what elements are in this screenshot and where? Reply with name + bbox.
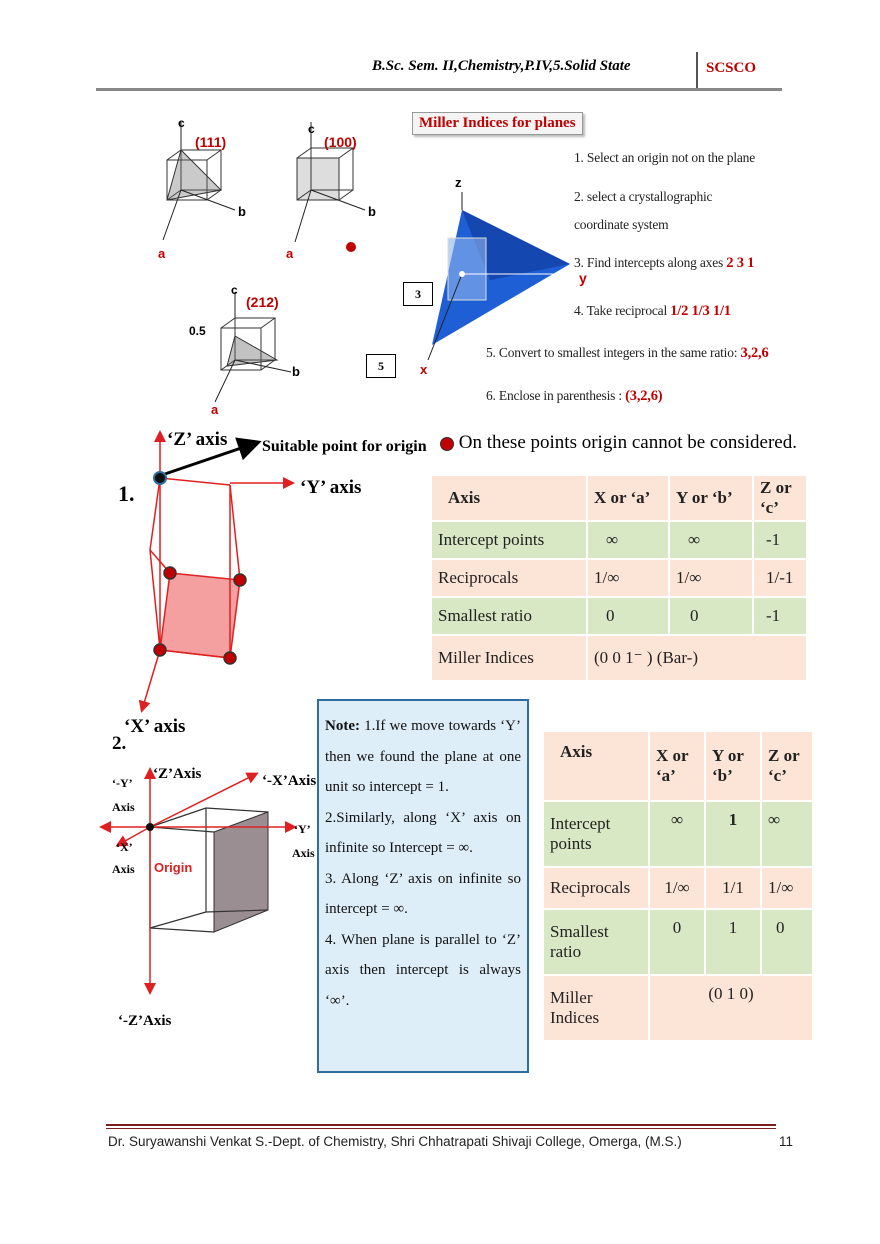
figure1-cube — [138, 430, 295, 713]
axis-a-label: a — [158, 246, 166, 261]
figure1-x-axis: ‘X’ axis — [124, 716, 186, 737]
cube-212 — [214, 292, 292, 403]
footer-rule — [106, 1124, 776, 1126]
table-row: Reciprocals 1/∞ 1/1 1/∞ — [544, 868, 812, 908]
table-row: Smallest ratio 0 0 -1 — [432, 598, 806, 634]
miller-panel-title: Miller Indices for planes — [412, 112, 583, 135]
table-row: Miller Indices (0 1 0) — [544, 976, 812, 1040]
footer-text: Dr. Suryawanshi Venkat S.-Dept. of Chemi… — [108, 1134, 682, 1149]
figure1-legend: On these points origin cannot be conside… — [440, 432, 797, 454]
axis-b-label: b — [368, 204, 376, 219]
step-2: 2. select a crystallographic — [574, 189, 713, 204]
note-box: Note: 1.If we move towards ‘Y’ then we f… — [317, 699, 529, 1073]
step-3: 3. Find intercepts along axes 2 3 1 — [574, 255, 755, 271]
axis-c-label: c — [231, 283, 238, 297]
step-6: 6. Enclose in parenthesis : (3,2,6) — [486, 388, 663, 404]
footer-rule-thin — [106, 1128, 776, 1129]
red-point-icon — [153, 643, 167, 657]
red-point-icon — [233, 573, 247, 587]
figure2-z-axis: ‘Z’Axis — [153, 766, 202, 782]
figure2-neg-y-axis: Axis — [112, 800, 135, 814]
red-point-icon — [223, 651, 237, 665]
table-row: Smallest ratio 0 1 0 — [544, 910, 812, 974]
figure1-z-axis: ‘Z’ axis — [167, 429, 228, 450]
figure2-neg-y: ‘-Y’ — [112, 776, 133, 790]
table-row: Intercept points ∞ ∞ -1 — [432, 522, 806, 558]
step-2b: coordinate system — [574, 217, 669, 232]
axis-a-label: a — [211, 402, 219, 417]
header-title: B.Sc. Sem. II,Chemistry,P.IV,5.Solid Sta… — [372, 58, 631, 74]
number-box-5: 5 — [366, 354, 396, 378]
origin-point-icon — [146, 823, 154, 831]
red-point-icon — [346, 242, 356, 252]
axis-c-label: c — [308, 122, 315, 136]
cube-100 — [294, 122, 366, 243]
page-number: 11 — [779, 1134, 794, 1149]
cube-planes-figure — [145, 110, 410, 420]
table1-header: Axis X or ‘a’ Y or ‘b’ Z or ‘c’ — [432, 476, 806, 520]
cube2-label: (100) — [324, 134, 357, 150]
step-5: 5. Convert to smallest integers in the s… — [486, 345, 769, 361]
cube1-label: (111) — [195, 134, 227, 150]
table-row: Reciprocals 1/∞ 1/∞ 1/-1 — [432, 560, 806, 596]
axis-c-label: c — [178, 116, 185, 130]
y-label: y — [579, 270, 587, 286]
axis-b-label: b — [292, 364, 300, 379]
header-brand: SCSCO — [706, 60, 757, 76]
x-label: x — [420, 362, 428, 377]
cube-111 — [162, 122, 236, 241]
figure2-number: 2. — [112, 733, 127, 754]
step-4: 4. Take reciprocal 1/2 1/3 1/1 — [574, 303, 731, 319]
axis-b-label: b — [238, 204, 246, 219]
half-label: 0.5 — [189, 324, 206, 338]
header-separator — [696, 52, 698, 88]
blue-plane-figure — [427, 192, 570, 361]
table1: Axis X or ‘a’ Y or ‘b’ Z or ‘c’ Intercep… — [430, 474, 808, 682]
z-label: z — [455, 175, 462, 190]
step-1: 1. Select an origin not on the plane — [574, 150, 756, 165]
table2: Axis X or ‘a’ Y or ‘b’ Z or ‘c’ Intercep… — [542, 730, 814, 1042]
number-box-3: 3 — [403, 282, 433, 306]
table-row: Intercept points ∞ 1 ∞ — [544, 802, 812, 866]
figure2-cube — [99, 767, 297, 995]
figure1-suitable-origin: Suitable point for origin — [262, 438, 427, 455]
figure2-neg-x-axis: ‘-X’Axis — [262, 773, 317, 789]
figure2-neg-z-axis: ‘-Z’Axis — [118, 1013, 172, 1029]
red-point-icon — [440, 436, 454, 451]
figure2-x: ‘X’ — [116, 840, 133, 854]
figure2-x-axis: Axis — [112, 862, 135, 876]
figure2-y-axis: Axis — [292, 846, 315, 860]
origin-point-icon — [153, 471, 167, 485]
table2-header: Axis X or ‘a’ Y or ‘b’ Z or ‘c’ — [544, 732, 812, 800]
figure1-y-axis: ‘Y’ axis — [300, 477, 362, 498]
figure2-origin: Origin — [154, 860, 193, 875]
red-point-icon — [163, 566, 177, 580]
figure1-number: 1. — [118, 481, 135, 506]
header-rule — [96, 88, 782, 91]
cube3-label: (212) — [246, 294, 279, 310]
axis-a-label: a — [286, 246, 294, 261]
figure2-y: ‘Y’ — [294, 822, 311, 836]
table-row: Miller Indices (0 0 1⁻ ) (Bar-) — [432, 636, 806, 680]
